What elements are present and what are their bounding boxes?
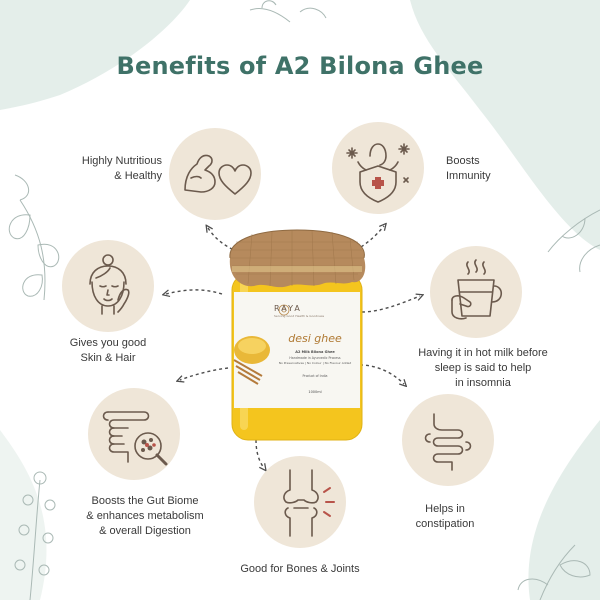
product-name: desi ghee <box>288 332 342 345</box>
benefit-label-immunity: Boosts Immunity <box>446 154 546 184</box>
arrow-to-nutritious <box>208 228 239 253</box>
benefit-circle-skin-hair <box>62 240 154 332</box>
benefit-label-skin-hair: Gives you good Skin & Hair <box>46 336 170 366</box>
benefit-label-sleep: Having it in hot milk before sleep is sa… <box>398 346 568 391</box>
top-right-blob <box>410 0 600 250</box>
intestine-magnifier-icon <box>102 411 168 466</box>
product-volume: 1000ml <box>308 390 322 394</box>
label-line: Helps in <box>425 503 465 515</box>
ghee-jar-product: RAYA Serving Good Health & Goodness desi… <box>222 228 372 448</box>
product-brand: RAYA <box>274 304 302 313</box>
arrow-to-bones <box>255 439 264 468</box>
product-subtitle-3: No Preservatives | No Colour | No Flavou… <box>278 361 352 365</box>
label-line: sleep is said to help <box>434 362 532 374</box>
benefit-label-nutritious: Highly Nutritious & Healthy <box>46 154 162 184</box>
shield-cross-person-icon <box>346 143 410 203</box>
arrow-to-constipation <box>359 364 404 384</box>
label-line: Highly Nutritious <box>81 155 162 167</box>
label-line: & enhances metabolism <box>86 510 204 522</box>
product-subtitle-1: A2 Milk Bilona Ghee <box>295 350 335 354</box>
benefit-label-gut: Boosts the Gut Biome & enhances metaboli… <box>70 494 220 539</box>
label-line: & Healthy <box>114 170 162 182</box>
benefit-label-constipation: Helps in constipation <box>390 502 500 532</box>
label-line: Boosts the Gut Biome <box>91 495 199 507</box>
leaf-sketch-left <box>8 174 60 301</box>
arrow-to-gut <box>180 367 229 380</box>
woman-face-icon <box>89 254 130 315</box>
label-line: Good for Bones & Joints <box>240 563 360 575</box>
product-subtitle-2: Handmade in Ayurvedic Process <box>289 356 341 360</box>
label-line: Boosts <box>446 155 480 167</box>
intestine-icon <box>424 413 472 471</box>
jar-illustration <box>229 229 366 441</box>
benefit-circle-nutritious <box>169 128 261 220</box>
arrow-to-sleep <box>361 296 420 313</box>
label-line: constipation <box>415 518 475 530</box>
label-line: Immunity <box>446 170 491 182</box>
leaf-sketch-bottom-right <box>517 544 591 600</box>
arrow-to-skin-hair <box>166 289 223 294</box>
leaf-sketch-right <box>547 209 600 273</box>
top-left-blob <box>0 0 190 110</box>
label-line: in insomnia <box>455 377 511 389</box>
benefit-circle-sleep <box>430 246 522 338</box>
bottom-left-blob <box>0 430 47 600</box>
benefit-label-bones: Good for Bones & Joints <box>222 562 378 577</box>
leaf-sketch-top <box>249 0 327 23</box>
flower-sketch-bottom-left <box>14 471 56 600</box>
bottom-right-blob <box>528 420 600 600</box>
page-title: Benefits of A2 Bilona Ghee <box>116 52 484 80</box>
label-line: & overall Digestion <box>99 525 191 537</box>
hot-milk-mug-icon <box>451 259 503 320</box>
product-brand-tagline: Serving Good Health & Goodness <box>274 314 325 318</box>
benefit-circle-immunity <box>332 122 424 214</box>
benefit-circle-constipation <box>402 394 494 486</box>
label-line: Having it in hot milk before <box>418 347 548 359</box>
label-line: Gives you good <box>69 337 147 349</box>
knee-joint-icon <box>283 469 335 537</box>
benefit-circle-bones <box>254 456 346 548</box>
benefit-circle-gut <box>88 388 180 480</box>
product-origin: Product of India <box>302 374 328 378</box>
label-line: Skin & Hair <box>80 352 136 364</box>
flexed-arm-heart-icon <box>184 154 252 195</box>
